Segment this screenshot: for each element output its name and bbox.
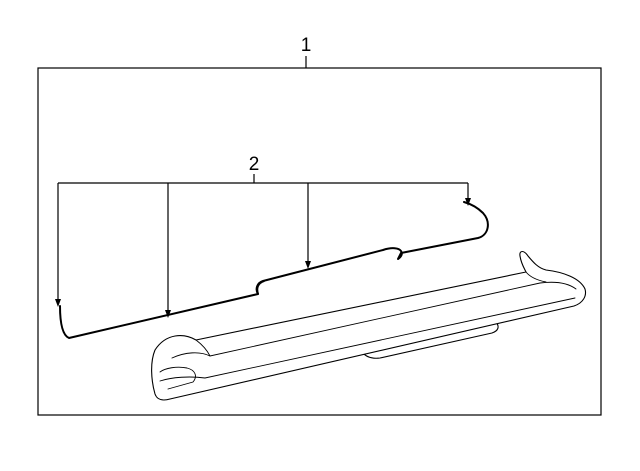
callout-leader-2 (57, 174, 469, 314)
callout-number-1: 1 (301, 35, 312, 56)
seal-center-hump (256, 280, 265, 295)
seal-strip (59, 201, 489, 339)
diagram-frame (37, 67, 602, 416)
leader-arrowheads (55, 198, 471, 318)
spoiler (151, 250, 587, 401)
callout-number-2: 2 (249, 154, 260, 175)
